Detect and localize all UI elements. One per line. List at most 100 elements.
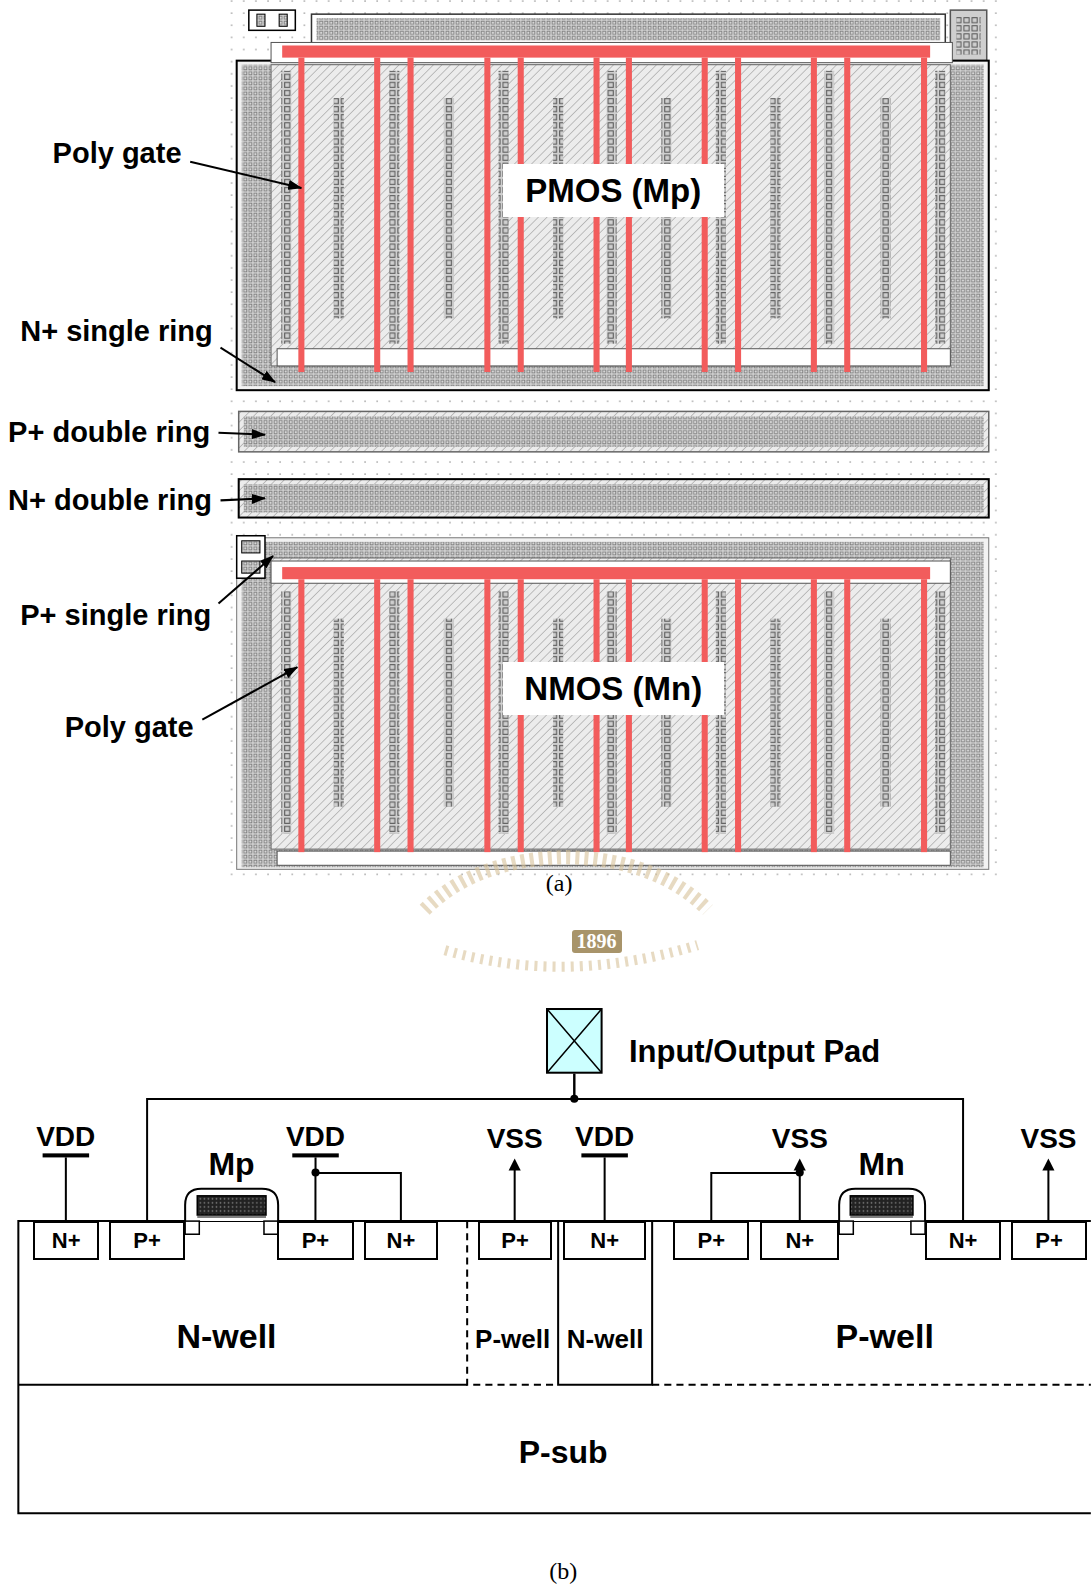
diffusion-box: N+ [33,1221,99,1259]
pad-name: Input/Output Pad [629,1034,880,1070]
cross-section-outline [652,1384,1091,1386]
mn-gate [850,1196,913,1215]
io-pad: Input/Output Pad [546,1008,603,1074]
supply-symbol [65,1157,67,1221]
figure-tag-anchor: (a) [0,0,27,28]
diffusion-box: N+ [760,1221,839,1259]
poly-gate [811,579,817,852]
poly-gate [484,579,490,852]
poly-gate [374,579,380,852]
guard-ring [244,416,984,446]
mp-gate [197,1196,266,1215]
device-label-box: PMOS (Mp) [503,164,724,218]
pmos-layout [237,61,989,391]
pmos-layout [237,10,989,390]
nmos-layout [770,619,780,807]
diffusion-box: N+ [563,1221,646,1259]
nmos-layout [444,619,454,807]
well-region: P-wellP+N+N+P+ [652,1221,1091,1385]
watermark-text: 1896 [572,930,622,953]
well-region: P-well P+ [467,1221,558,1385]
pmos-layout [279,14,287,26]
guard-ring [239,411,989,451]
region-name: N-well [567,1325,644,1355]
diffusion-type: N+ [949,1228,978,1253]
callout-label: Poly gate [65,711,194,744]
supply-symbol [509,1158,521,1170]
diffusion-box: P+ [109,1221,185,1259]
figure-tag: (b) [549,1558,577,1585]
callout-arrow [190,162,301,188]
device-label-box: NMOS (Mn) [503,662,724,715]
watermark-logo [425,857,708,967]
wire [574,1074,963,1222]
pmos-layout [444,98,454,318]
poly-gate [811,58,817,372]
supply-symbol [1042,1158,1054,1170]
well-region: N-well N+ [558,1221,652,1385]
cross-section-outline [558,1221,652,1385]
supply-label: VSS [487,1123,543,1155]
nmos-layout [237,536,265,578]
cross-section-outline [18,1384,467,1386]
pmos-layout [881,98,891,318]
supply-label-anchor: VDD [0,0,59,32]
callout-arrow [221,498,265,500]
poly-gate [921,58,927,372]
wire [315,1173,400,1222]
supply-label: VDD [36,1121,95,1153]
poly-gate [844,579,850,852]
mn-gate [911,1221,925,1234]
cross-section-outline [18,1221,1091,1513]
supply-label: VDD [575,1121,634,1153]
grid-dots [227,0,1005,879]
pmos-layout [956,16,980,54]
supply-label-anchor: VDD [0,0,59,32]
nmos-layout [389,591,399,834]
mn-gate [839,1189,925,1234]
mp-gate [197,1217,266,1218]
poly-gate [298,579,304,852]
pad-symbol [547,1009,602,1073]
poly-gate [298,579,927,852]
poly-gate [594,579,600,852]
supply-symbol [514,1169,516,1222]
diffusion-type: P+ [501,1228,529,1253]
region-name: P-sub [519,1434,608,1471]
callout-arrow [202,667,297,720]
supply-label: VSS [772,1123,828,1155]
callout-label-anchor: N+ single ring [0,0,193,33]
watermark-logo [425,857,708,910]
diffusion-box: P+ [478,1221,552,1259]
wire-junction [311,1095,803,1177]
region-name: P-well [475,1325,550,1355]
supply-label-anchor: VSS [0,0,56,32]
supply-symbol [581,1153,627,1157]
callout-label: N+ single ring [20,315,213,348]
diffusion-type: N+ [590,1228,619,1253]
callout-label-anchor: Poly gate [0,0,129,33]
poly-gate [408,579,414,852]
diffusion-type: N+ [387,1228,416,1253]
pmos-layout [257,14,265,26]
pmos-layout [282,45,930,57]
callout-label-anchor: P+ single ring [0,0,191,33]
pmos-layout [281,71,291,344]
callout-label-anchor: N+ double ring [0,0,204,33]
cross-section-outline [467,1221,558,1385]
mn-gate [850,1217,913,1218]
pmos-layout [249,10,295,30]
device-name: PMOS (Mp) [525,172,701,210]
pmos-layout [242,65,984,386]
region-name: N-well [176,1317,276,1356]
poly-gate [408,58,414,372]
transistor-name: Mp [208,1146,254,1183]
nmos-layout [242,561,260,573]
pmos-layout [317,18,941,40]
callout-label-anchor: P+ double ring [0,0,202,33]
supply-label-anchor: VSS [0,0,56,32]
diffusion-box: N+ [925,1221,1001,1259]
pad-symbol [547,1009,602,1073]
callout-label: Poly gate [53,137,182,170]
